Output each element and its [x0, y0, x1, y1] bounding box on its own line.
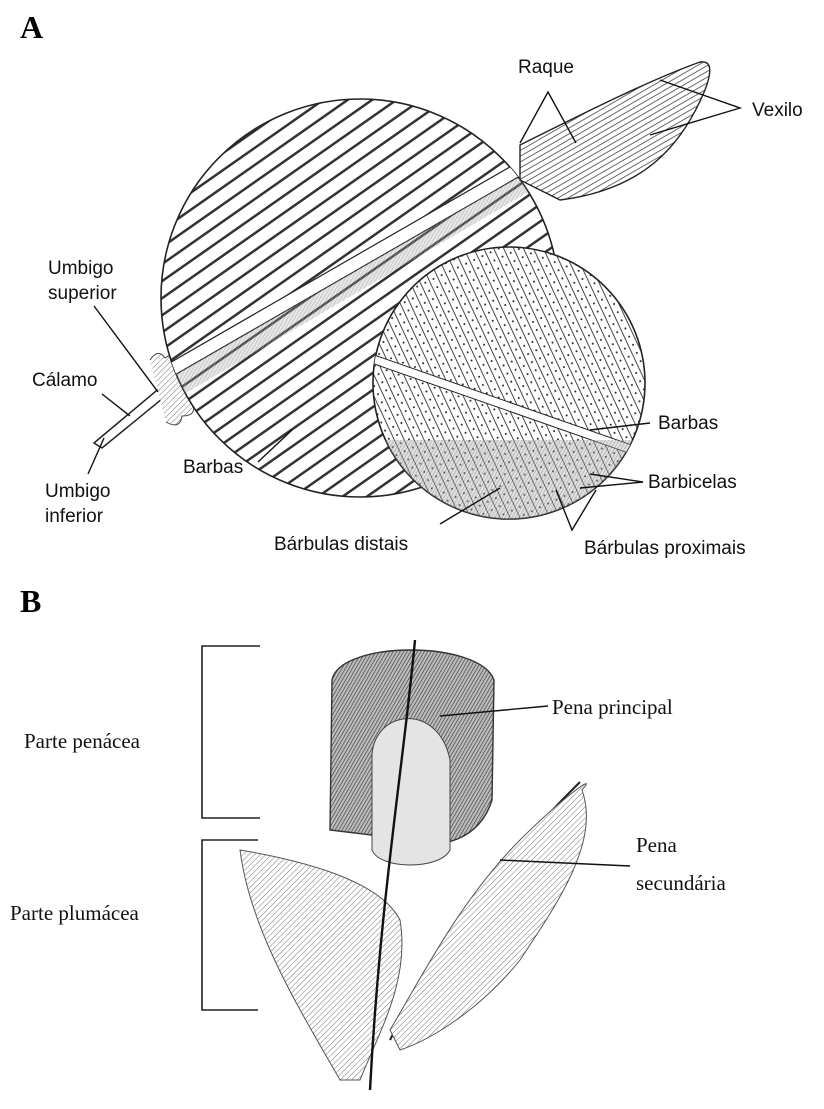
panel-b-letter: B	[20, 583, 41, 619]
label-parte-plumacea: Parte plumácea	[10, 901, 140, 925]
label-barbas-right: Barbas	[658, 413, 718, 434]
panel-a: A	[20, 9, 803, 559]
label-calamo: Cálamo	[32, 370, 97, 391]
label-pena-principal: Pena principal	[552, 695, 673, 719]
label-pena-secundaria-1: Pena	[636, 833, 678, 857]
label-pena-secundaria-2: secundária	[636, 871, 726, 895]
label-umbigo-inferior-2: inferior	[45, 506, 104, 527]
label-barbulas-distais: Bárbulas distais	[274, 534, 408, 555]
label-vexilo: Vexilo	[752, 100, 803, 121]
label-barbulas-proximais: Bárbulas proximais	[584, 538, 746, 559]
label-umbigo-inferior-1: Umbigo	[45, 481, 110, 502]
panel-a-letter: A	[20, 9, 43, 45]
label-raque: Raque	[518, 57, 574, 78]
label-umbigo-superior-1: Umbigo	[48, 258, 113, 279]
bracket-penacea	[202, 646, 260, 818]
label-barbas-left: Barbas	[183, 457, 243, 478]
vane-tip	[520, 62, 710, 200]
panel-b: B Parte penácea Parte plumácea Pena prin…	[10, 583, 726, 1090]
label-barbicelas: Barbicelas	[648, 472, 737, 493]
label-umbigo-superior-2: superior	[48, 283, 117, 304]
label-parte-penacea: Parte penácea	[24, 729, 141, 753]
